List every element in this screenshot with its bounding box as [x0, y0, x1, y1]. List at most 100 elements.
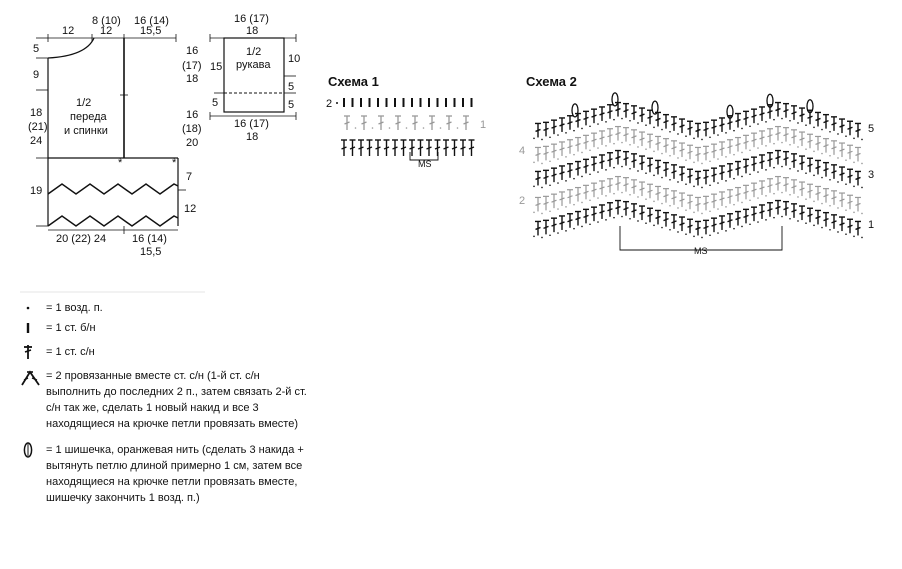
dc-stitch — [839, 216, 845, 232]
sl-bottom-2: 18 — [246, 131, 258, 143]
chain-dot — [653, 224, 655, 227]
chain-dot — [629, 193, 631, 196]
chain-dot — [805, 124, 807, 126]
chain-dot — [829, 130, 831, 133]
chain-dot — [549, 184, 551, 187]
dc-stitch — [791, 129, 797, 144]
chain-dot — [613, 216, 615, 219]
dc-stitch — [719, 141, 725, 156]
dc-stitch — [615, 149, 621, 165]
chain-dot — [573, 153, 575, 156]
fb-star-2: * — [172, 157, 177, 169]
dc-stitch — [775, 125, 781, 141]
chain-dot — [541, 212, 543, 215]
dc-stitch — [615, 125, 621, 141]
legend-text: = 1 возд. п. — [46, 302, 103, 314]
dc-stitch — [783, 150, 789, 166]
dc-stitch — [703, 219, 709, 235]
dc-stitch — [607, 178, 613, 193]
dc-stitch — [703, 145, 709, 161]
dc-stitch — [815, 159, 821, 175]
fb-right-top-2: 15,5 — [140, 25, 161, 37]
chain-dot — [581, 127, 583, 130]
chain-dot — [805, 222, 807, 224]
scheme2-row-2: 2 — [519, 195, 525, 207]
dc-stitch — [711, 217, 717, 233]
chain-dot — [613, 142, 615, 145]
chain-dot — [621, 215, 623, 218]
chain-dot — [661, 152, 663, 155]
chain-dot — [533, 185, 535, 188]
dc-stitch — [767, 178, 773, 193]
chain-dot — [837, 181, 839, 183]
chain-dot — [773, 192, 775, 195]
chain-dot — [388, 127, 391, 129]
sl-right-10: 10 — [288, 53, 300, 65]
chain-dot — [637, 170, 639, 172]
dc-stitch — [855, 122, 861, 138]
chain-dot — [829, 228, 831, 231]
dc-stitch — [767, 202, 773, 217]
chain-dot — [573, 227, 575, 230]
chain-dot — [685, 183, 687, 185]
chain-dot — [701, 212, 703, 215]
dc-stitch — [679, 216, 685, 232]
sl-top-1: 16 (17) — [234, 13, 269, 25]
scheme1-title: Схема 1 — [328, 74, 379, 89]
dc-stitch — [583, 208, 589, 224]
chain-dot — [765, 169, 767, 171]
chain-dot — [845, 135, 847, 137]
dc-stitch — [815, 209, 821, 225]
chain-dot — [653, 150, 655, 153]
chain-dot — [439, 127, 442, 129]
dc-stitch — [687, 144, 693, 160]
chain-dot — [797, 220, 799, 222]
chain-dot — [805, 148, 807, 150]
scheme2-row-1: 1 — [868, 219, 874, 231]
dc-stitch — [639, 205, 645, 221]
dc-stitch — [687, 194, 693, 210]
dc-stitch — [743, 134, 749, 150]
dc-stitch — [775, 199, 781, 215]
dc-stitch — [719, 215, 725, 230]
dc-stitch — [468, 139, 475, 156]
dc-stitch — [567, 139, 573, 154]
chain-dot — [661, 128, 663, 131]
dc-stitch — [575, 210, 581, 226]
chain-dot — [557, 208, 559, 210]
dc-stitch — [535, 122, 541, 138]
fb-left-9: 9 — [33, 69, 39, 81]
dc-stitch — [823, 138, 829, 153]
chain-dot — [422, 127, 425, 129]
chain-dot — [605, 195, 607, 197]
chain-dot — [717, 182, 719, 184]
chain-dot — [669, 130, 671, 133]
dc-stitch — [417, 139, 424, 156]
dc-stitch — [719, 191, 725, 206]
chain-dot — [581, 225, 583, 228]
chain-dot — [813, 150, 815, 153]
dc-stitch — [559, 191, 565, 206]
chain-dot — [637, 146, 639, 148]
dc-stitch — [815, 135, 821, 151]
chain-dot — [733, 203, 735, 206]
dc-stitch — [543, 195, 549, 211]
chain-dot — [829, 204, 831, 207]
sleeve-piece — [209, 34, 297, 120]
dc-stitch — [655, 111, 661, 127]
dc-stitch — [647, 109, 653, 125]
dc-stitch — [671, 116, 677, 131]
chain-dot — [765, 145, 767, 147]
dc-stitch — [847, 218, 853, 234]
chain-dot — [757, 123, 759, 125]
chain-dot — [565, 230, 567, 232]
dc-stitch — [349, 139, 356, 156]
chain-dot — [613, 118, 615, 121]
chain-dot — [781, 117, 783, 120]
dc-stitch — [429, 115, 435, 130]
dc-stitch — [567, 189, 573, 204]
chain-dot — [629, 119, 631, 122]
chain-dot — [653, 126, 655, 129]
chain-dot — [613, 166, 615, 169]
dc-stitch — [775, 175, 781, 191]
